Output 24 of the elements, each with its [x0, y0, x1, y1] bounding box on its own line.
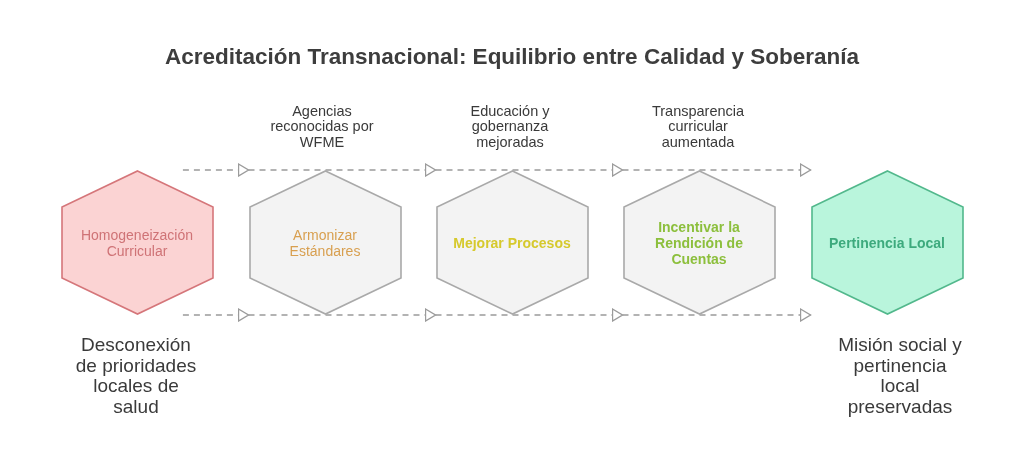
- dashed-arrow-line: [621, 308, 812, 322]
- step-label: Incentivar la Rendición de Cuentas: [654, 218, 744, 267]
- step-label: Homogeneización Curricular: [79, 226, 195, 259]
- dashed-arrow-line: [434, 163, 624, 177]
- step-label: Mejorar Procesos: [453, 234, 571, 251]
- hexagon-step: [810, 170, 964, 315]
- hexagon-step: [248, 170, 402, 315]
- dashed-arrow-line: [434, 308, 624, 322]
- dashed-arrow-line: [247, 163, 437, 177]
- step-label: Armonizar Estándares: [288, 226, 362, 259]
- step-label: Pertinencia Local: [829, 234, 945, 251]
- hexagon-step: [60, 170, 214, 315]
- dashed-arrow-line: [247, 308, 437, 322]
- hexagon-step: [622, 170, 776, 315]
- dashed-arrow-line: [182, 163, 250, 177]
- step-caption: Agencias reconocidas por WFME: [269, 103, 375, 150]
- step-caption: Educación y gobernanza mejoradas: [469, 103, 551, 150]
- outcome-caption: Misión social y pertinencia local preservadas: [837, 335, 963, 417]
- outcome-caption: Desconexión de prioridades locales de salud: [74, 335, 198, 417]
- hexagon-step: [435, 170, 589, 315]
- dashed-arrow-line: [182, 308, 250, 322]
- diagram-title: Acreditación Transnacional: Equilibrio entre Calidad y Soberanía: [165, 44, 859, 70]
- step-caption: Transparencia curricular aumentada: [650, 103, 746, 150]
- dashed-arrow-line: [621, 163, 812, 177]
